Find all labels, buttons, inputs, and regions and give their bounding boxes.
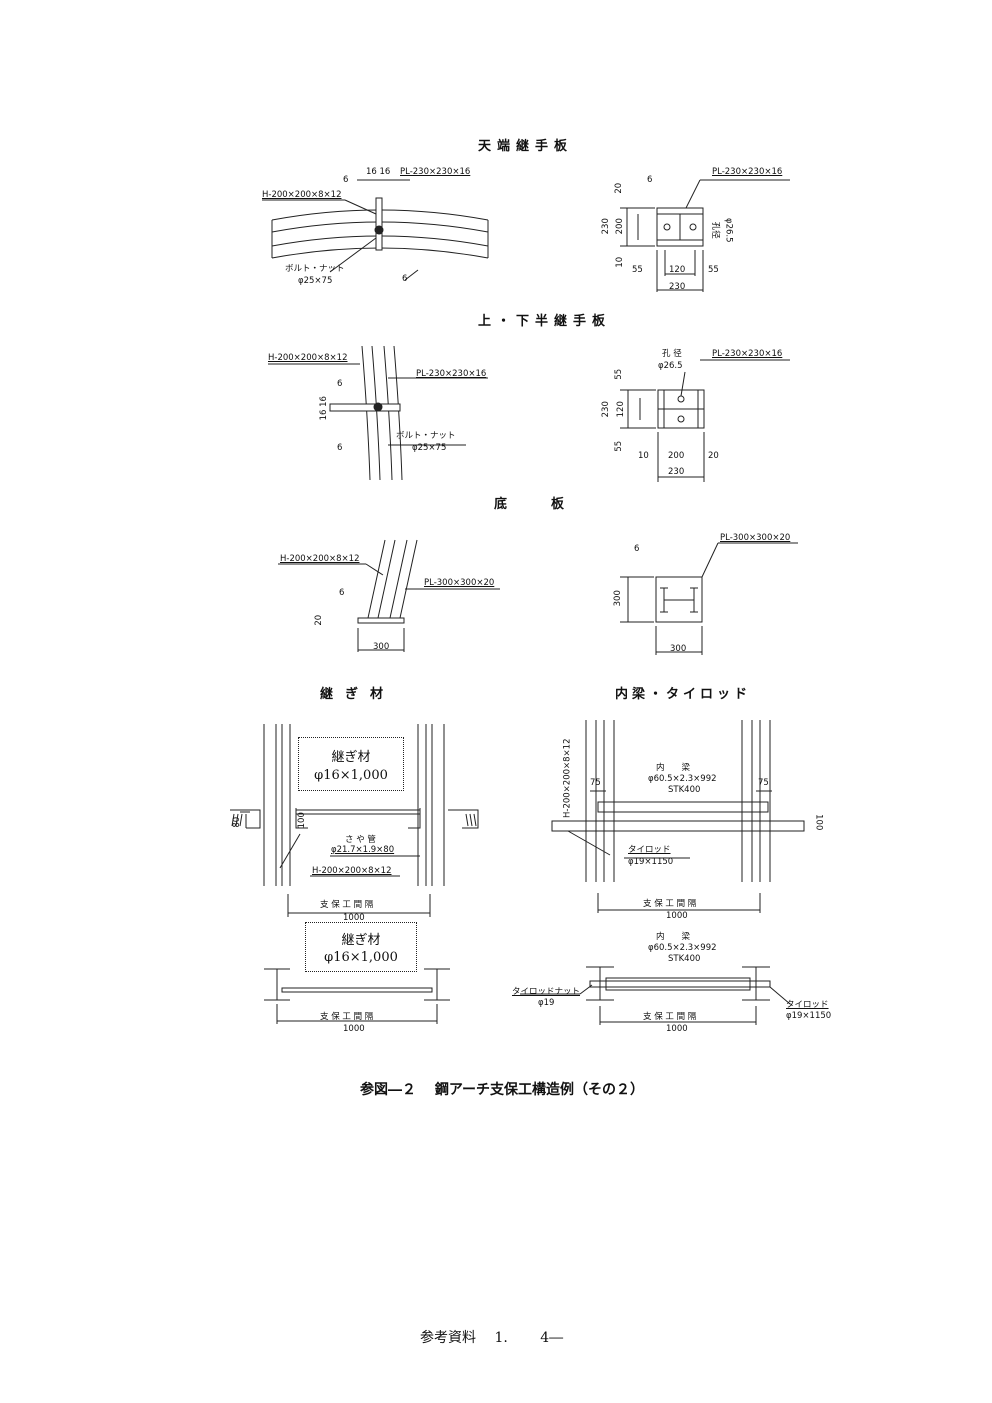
- beam-rod-label: タイロッド: [628, 845, 671, 855]
- base-dim-300: 300: [373, 642, 390, 652]
- beam-pipe-size-2: φ60.5×2.3×992: [648, 943, 717, 953]
- beam-nut-label: タイロッドナット: [512, 987, 581, 997]
- upper-dims-side: 16 16: [318, 396, 329, 421]
- beam-spacing-label-2: 支 保 工 間 隔: [643, 1012, 697, 1022]
- tie-spacing-value-2: 1000: [343, 1024, 365, 1034]
- tie-callout-box-2: 継ぎ材 φ16×1,000: [305, 922, 417, 972]
- tie-callout-title-2: 継ぎ材: [341, 933, 381, 948]
- tie-member-plan: [264, 969, 450, 1024]
- beam-inner-label-2: 内 梁: [656, 932, 691, 942]
- upper-dim-55b: 55: [614, 440, 625, 452]
- base-inclined-member: [278, 540, 500, 652]
- beam-member-vertical: H-200×200×8×12: [562, 738, 573, 819]
- section-title-tie: 継ぎ材: [320, 687, 396, 702]
- upper-dim-230: 230: [600, 401, 611, 418]
- tie-callout-box: 継ぎ材 φ16×1,000: [298, 737, 404, 791]
- page-footer: 参考資料 1. 4―: [420, 1330, 564, 1346]
- beam-rod-size: φ19×1150: [628, 857, 674, 867]
- base-plate-label: PL-300×300×20: [424, 578, 495, 588]
- crown-dim-10: 10: [615, 256, 626, 268]
- upper-weld-bottom: 6: [337, 443, 343, 453]
- beam-pipe-size: φ60.5×2.3×992: [648, 774, 717, 784]
- beam-spacing-label: 支 保 工 間 隔: [643, 899, 697, 909]
- upper-dim-120: 120: [615, 401, 626, 418]
- crown-bolt-label: ボルト・ナット: [285, 264, 345, 274]
- crown-dim-230: 230: [600, 218, 611, 235]
- inner-beam-elevation: [552, 720, 804, 913]
- tie-dim-100: 100: [296, 812, 307, 829]
- beam-dim-100: 100: [813, 814, 824, 831]
- crown-bolt-size: φ25×75: [298, 276, 333, 286]
- crown-right-weld: 6: [647, 175, 653, 185]
- tie-sleeve-size: φ21.7×1.9×80: [331, 845, 395, 855]
- inner-beam-plan: [520, 967, 790, 1025]
- crown-dim-200: 200: [614, 218, 625, 235]
- figure-caption: 参図―２ 鋼アーチ支保工構造例（その２）: [360, 1082, 645, 1098]
- crown-hole-size: φ26.5: [723, 217, 734, 243]
- upper-bolt-label: ボルト・ナット: [396, 431, 456, 441]
- upper-bolt-size: φ25×75: [412, 443, 447, 453]
- tie-member-elevation: [230, 724, 478, 917]
- upper-weld-top: 6: [337, 379, 343, 389]
- crown-dims-top: 16 16: [366, 167, 391, 177]
- crown-member-label: H-200×200×8×12: [262, 190, 342, 200]
- beam-dim-75b: 75: [758, 778, 769, 788]
- crown-dim-55a: 55: [632, 265, 643, 275]
- upper-dim-230b: 230: [668, 467, 685, 477]
- crown-dim-120: 120: [669, 265, 686, 275]
- base-right-plate: PL-300×300×20: [720, 533, 791, 543]
- beam-inner-label: 内 梁: [656, 763, 691, 773]
- base-dim-20: 20: [314, 614, 325, 626]
- tie-sleeve-label: さ や 管: [345, 835, 376, 845]
- upper-member-label: H-200×200×8×12: [268, 353, 348, 363]
- upper-hole-label: 孔 径: [662, 349, 682, 359]
- crown-plate-label: PL-230×230×16: [400, 167, 471, 177]
- tie-callout-title: 継ぎ材: [331, 750, 371, 765]
- crown-hole-label: 孔径: [709, 221, 720, 239]
- upper-dim-200: 200: [668, 451, 685, 461]
- upper-vertical-member: [268, 346, 488, 480]
- tie-spacing-label: 支 保 工 間 隔: [320, 900, 374, 910]
- upper-dim-10: 10: [638, 451, 649, 461]
- upper-dim-20: 20: [708, 451, 719, 461]
- beam-dim-75a: 75: [590, 778, 601, 788]
- crown-dim-230b: 230: [669, 282, 686, 292]
- upper-dim-55a: 55: [614, 368, 625, 380]
- upper-plate-front: [620, 360, 790, 482]
- crown-curved-member: [262, 180, 488, 280]
- tie-spacing-value: 1000: [343, 913, 365, 923]
- beam-pipe-grade: STK400: [668, 785, 701, 795]
- crown-right-plate: PL-230×230×16: [712, 167, 783, 177]
- crown-weld-bottom: 6: [402, 274, 408, 284]
- base-right-weld: 6: [634, 544, 640, 554]
- beam-pipe-grade-2: STK400: [668, 954, 701, 964]
- crown-dim-20: 20: [614, 182, 625, 194]
- base-weld: 6: [339, 588, 345, 598]
- beam-rod-label-2: タイロッド: [786, 1000, 829, 1010]
- base-dim-300v: 300: [612, 590, 623, 607]
- tie-callout-size-2: φ16×1,000: [324, 950, 398, 965]
- tie-callout-size: φ16×1,000: [314, 768, 388, 783]
- tie-dim-80: 80: [232, 816, 243, 828]
- beam-nut-size: φ19: [538, 998, 555, 1008]
- crown-dim-55b: 55: [708, 265, 719, 275]
- section-title-inner-beam: 内梁・タイロッド: [615, 687, 752, 702]
- tie-member-label: H-200×200×8×12: [312, 866, 392, 876]
- tie-spacing-label-2: 支 保 工 間 隔: [320, 1012, 374, 1022]
- crown-weld-left: 6: [343, 175, 349, 185]
- section-title-crown: 天端継手板: [478, 139, 574, 154]
- upper-plate-label: PL-230×230×16: [416, 369, 487, 379]
- upper-right-plate: PL-230×230×16: [712, 349, 783, 359]
- beam-spacing-value-2: 1000: [666, 1024, 688, 1034]
- base-dim-300h: 300: [670, 644, 687, 654]
- section-title-base: 底 板: [494, 497, 571, 512]
- base-member-label: H-200×200×8×12: [280, 554, 360, 564]
- upper-hole-size: φ26.5: [658, 361, 683, 371]
- beam-spacing-value: 1000: [666, 911, 688, 921]
- base-plate-front: [620, 543, 798, 655]
- section-title-upper-lower: 上・下半継手板: [478, 314, 612, 329]
- crown-plate-front: [620, 180, 790, 292]
- beam-rod-size-2: φ19×1150: [786, 1011, 832, 1021]
